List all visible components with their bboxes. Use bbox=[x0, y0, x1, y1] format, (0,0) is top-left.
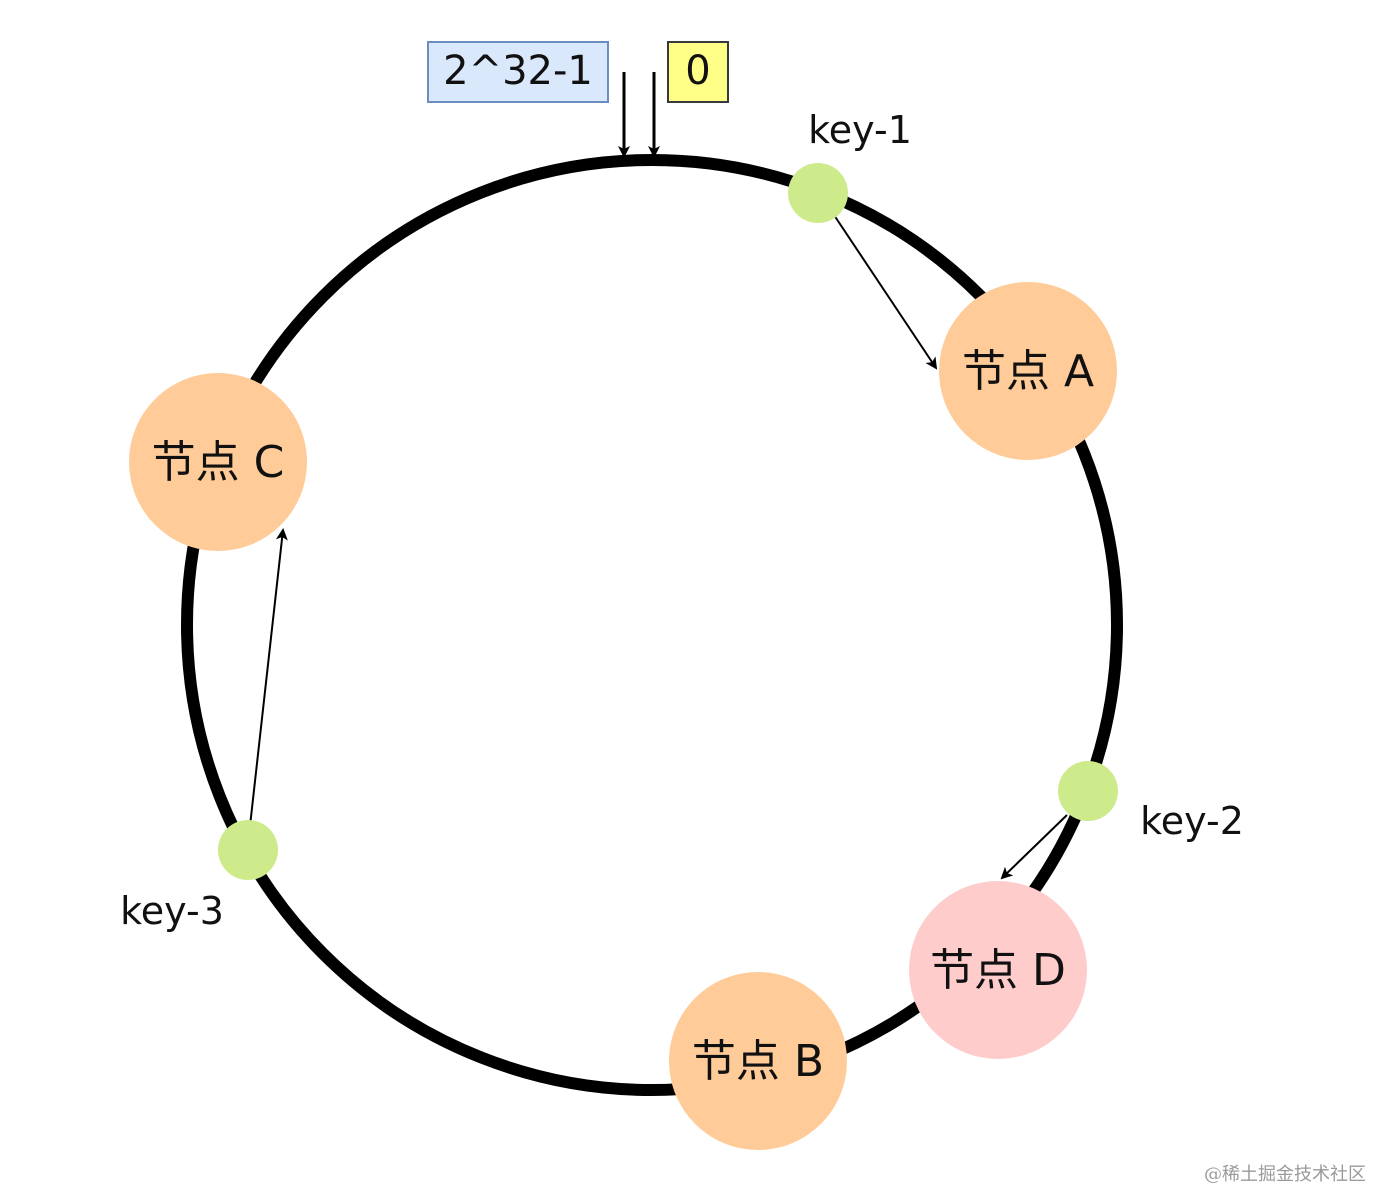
zero-marker: 0 bbox=[667, 41, 729, 103]
watermark-text: @稀土掘金技术社区 bbox=[1204, 1164, 1366, 1185]
max-value-label: 2^32-1 bbox=[443, 48, 593, 94]
key-3-to-node-c-arrow bbox=[249, 528, 288, 827]
node-d-label: 节点 D bbox=[930, 945, 1066, 996]
node-b-label: 节点 B bbox=[692, 1036, 824, 1087]
key-2-dot bbox=[1058, 761, 1118, 821]
key-3-label: key-3 bbox=[120, 889, 224, 933]
node-a: 节点 A bbox=[939, 282, 1117, 460]
key-2-to-node-d-arrow bbox=[1000, 814, 1068, 880]
key-1: key-1 bbox=[788, 108, 912, 223]
max-value-marker: 2^32-1 bbox=[427, 41, 609, 103]
key-1-to-node-a-arrow bbox=[833, 214, 938, 370]
node-c-label: 节点 C bbox=[152, 437, 285, 488]
key-2-label: key-2 bbox=[1140, 799, 1244, 843]
node-d: 节点 D bbox=[909, 881, 1087, 1059]
node-a-circle bbox=[939, 282, 1117, 460]
node-c-circle bbox=[129, 373, 307, 551]
max-value-box bbox=[427, 41, 609, 103]
node-a-label: 节点 A bbox=[962, 346, 1094, 397]
node-b-circle bbox=[669, 972, 847, 1150]
hash-ring bbox=[181, 154, 1123, 1096]
key-3-dot bbox=[218, 820, 278, 880]
node-b: 节点 B bbox=[669, 972, 847, 1150]
key-2: key-2 bbox=[1058, 761, 1244, 843]
node-c: 节点 C bbox=[129, 373, 307, 551]
zero-box bbox=[667, 41, 729, 103]
zero-label: 0 bbox=[685, 48, 710, 94]
key-1-label: key-1 bbox=[808, 108, 912, 152]
node-d-circle bbox=[909, 881, 1087, 1059]
key-1-dot bbox=[788, 163, 848, 223]
key-3: key-3 bbox=[120, 820, 278, 933]
